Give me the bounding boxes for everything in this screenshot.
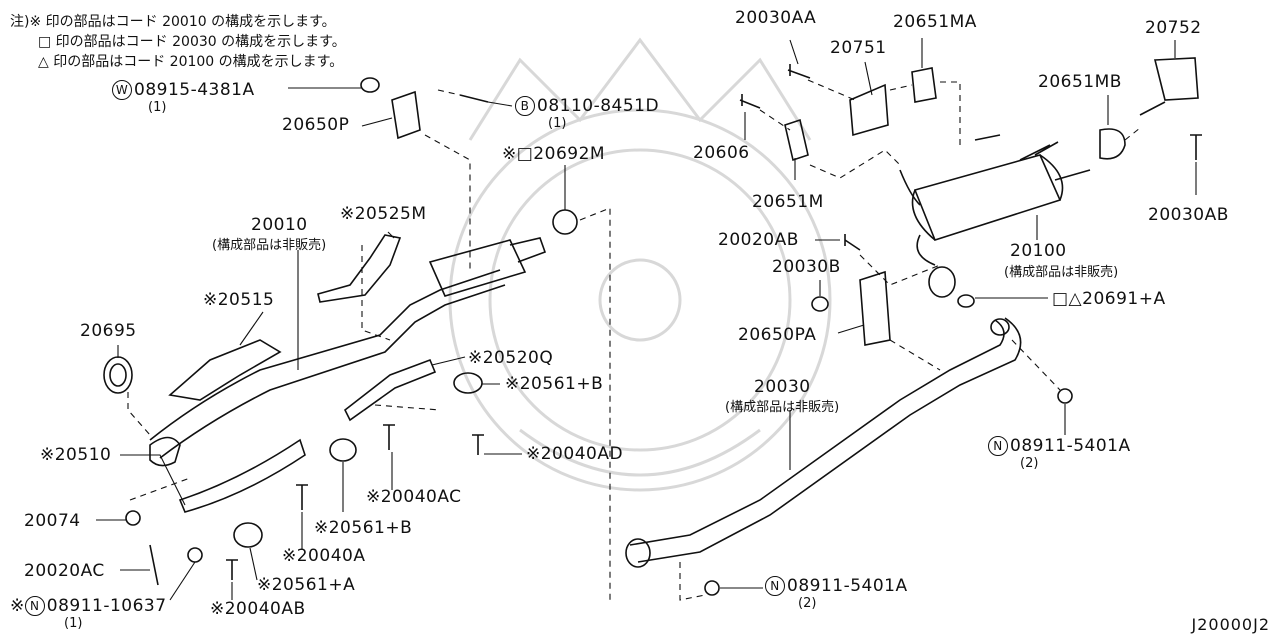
bolts-right — [704, 64, 1202, 596]
label-20751[interactable]: 20751 — [830, 38, 887, 58]
label-20651MB[interactable]: 20651MB — [1038, 72, 1122, 92]
label-08911-5401A-lower-text: 08911-5401A — [787, 576, 908, 596]
front-pipe-20010 — [149, 209, 578, 459]
label-20692M[interactable]: ※□20692M — [502, 144, 606, 164]
label-20040AD[interactable]: ※20040AD — [526, 444, 624, 464]
bolts-left — [149, 424, 484, 586]
leader-lines — [96, 38, 1197, 601]
nut-mark-icon: N — [988, 436, 1008, 456]
label-20520Q[interactable]: ※20520Q — [468, 348, 554, 368]
note-line-3: △ 印の部品はコード 20100 の構成を示します。 — [10, 54, 344, 70]
center-pipe-20030 — [625, 317, 1022, 568]
note-20030: (構成部品は非販売) — [725, 400, 840, 415]
label-20020AB[interactable]: 20020AB — [718, 230, 799, 250]
note-line-2: □ 印の部品はコード 20030 の構成を示します。 — [10, 34, 346, 50]
label-20561B-lower[interactable]: ※20561+B — [314, 518, 413, 538]
label-20561A[interactable]: ※20561+A — [257, 575, 356, 595]
label-20650P[interactable]: 20650P — [282, 115, 350, 135]
label-20606[interactable]: 20606 — [693, 143, 750, 163]
label-08911-10637-prefix: ※ — [10, 596, 25, 616]
label-20695[interactable]: 20695 — [80, 321, 137, 341]
label-20030AB[interactable]: 20030AB — [1148, 205, 1229, 225]
qty-08911-10637: (1) — [64, 616, 83, 631]
label-20030B[interactable]: 20030B — [772, 257, 841, 277]
label-20040AC[interactable]: ※20040AC — [366, 487, 462, 507]
label-20040AB[interactable]: ※20040AB — [210, 599, 306, 619]
qty-08911-5401A-lower: (2) — [798, 596, 817, 611]
label-08911-5401A-upper-text: 08911-5401A — [1010, 436, 1131, 456]
lower-pipe-20510 — [149, 358, 437, 513]
nut-mark-icon: N — [765, 576, 785, 596]
label-20561B-upper[interactable]: ※20561+B — [505, 374, 604, 394]
label-20020AC[interactable]: 20020AC — [24, 561, 105, 581]
washer-mark-icon: W — [112, 80, 132, 100]
label-08110-8451D-text: 08110-8451D — [537, 96, 660, 116]
label-20651MA[interactable]: 20651MA — [893, 12, 977, 32]
label-08911-10637-text: 08911-10637 — [46, 596, 167, 616]
label-20030AA[interactable]: 20030AA — [735, 8, 817, 28]
assembly-lines — [127, 79, 1141, 601]
heat-shield-20525M — [317, 234, 402, 303]
note-20010: (構成部品は非販売) — [212, 238, 327, 253]
nut-mark-icon: N — [24, 596, 45, 616]
flange-gasket-20695 — [103, 356, 133, 394]
hanger-20650P — [360, 77, 489, 140]
bolt-mark-icon: B — [515, 96, 535, 116]
note-line-1: 注)※ 印の部品はコード 20010 の構成を示します。 — [10, 14, 336, 30]
label-20010[interactable]: 20010 — [251, 215, 308, 235]
label-20030[interactable]: 20030 — [754, 377, 811, 397]
label-20515[interactable]: ※20515 — [203, 290, 275, 310]
watermark — [448, 37, 832, 492]
hangers-right — [784, 57, 1199, 346]
qty-08915-4381A: (1) — [148, 100, 167, 115]
note-20100: (構成部品は非販売) — [1004, 265, 1119, 280]
label-20691A[interactable]: □△20691+A — [1052, 289, 1166, 309]
qty-08110-8451D: (1) — [548, 116, 567, 131]
label-20651M[interactable]: 20651M — [752, 192, 824, 212]
label-20510[interactable]: ※20510 — [40, 445, 112, 465]
label-20100[interactable]: 20100 — [1010, 241, 1067, 261]
notes-block: 注)※ 印の部品はコード 20010 の構成を示します。 □ 印の部品はコード … — [10, 12, 346, 72]
heat-shield-20515 — [168, 339, 282, 401]
qty-08911-5401A-upper: (2) — [1020, 456, 1039, 471]
label-20650PA[interactable]: 20650PA — [738, 325, 817, 345]
main-muffler-20100 — [899, 134, 1091, 308]
label-20525M[interactable]: ※20525M — [340, 204, 427, 224]
clamps — [125, 372, 483, 563]
label-20752[interactable]: 20752 — [1145, 18, 1202, 38]
label-20074[interactable]: 20074 — [24, 511, 81, 531]
diagram-code: J20000J2 — [1191, 615, 1270, 634]
label-08915-4381A-text: 08915-4381A — [134, 80, 255, 100]
label-20040A[interactable]: ※20040A — [282, 546, 366, 566]
